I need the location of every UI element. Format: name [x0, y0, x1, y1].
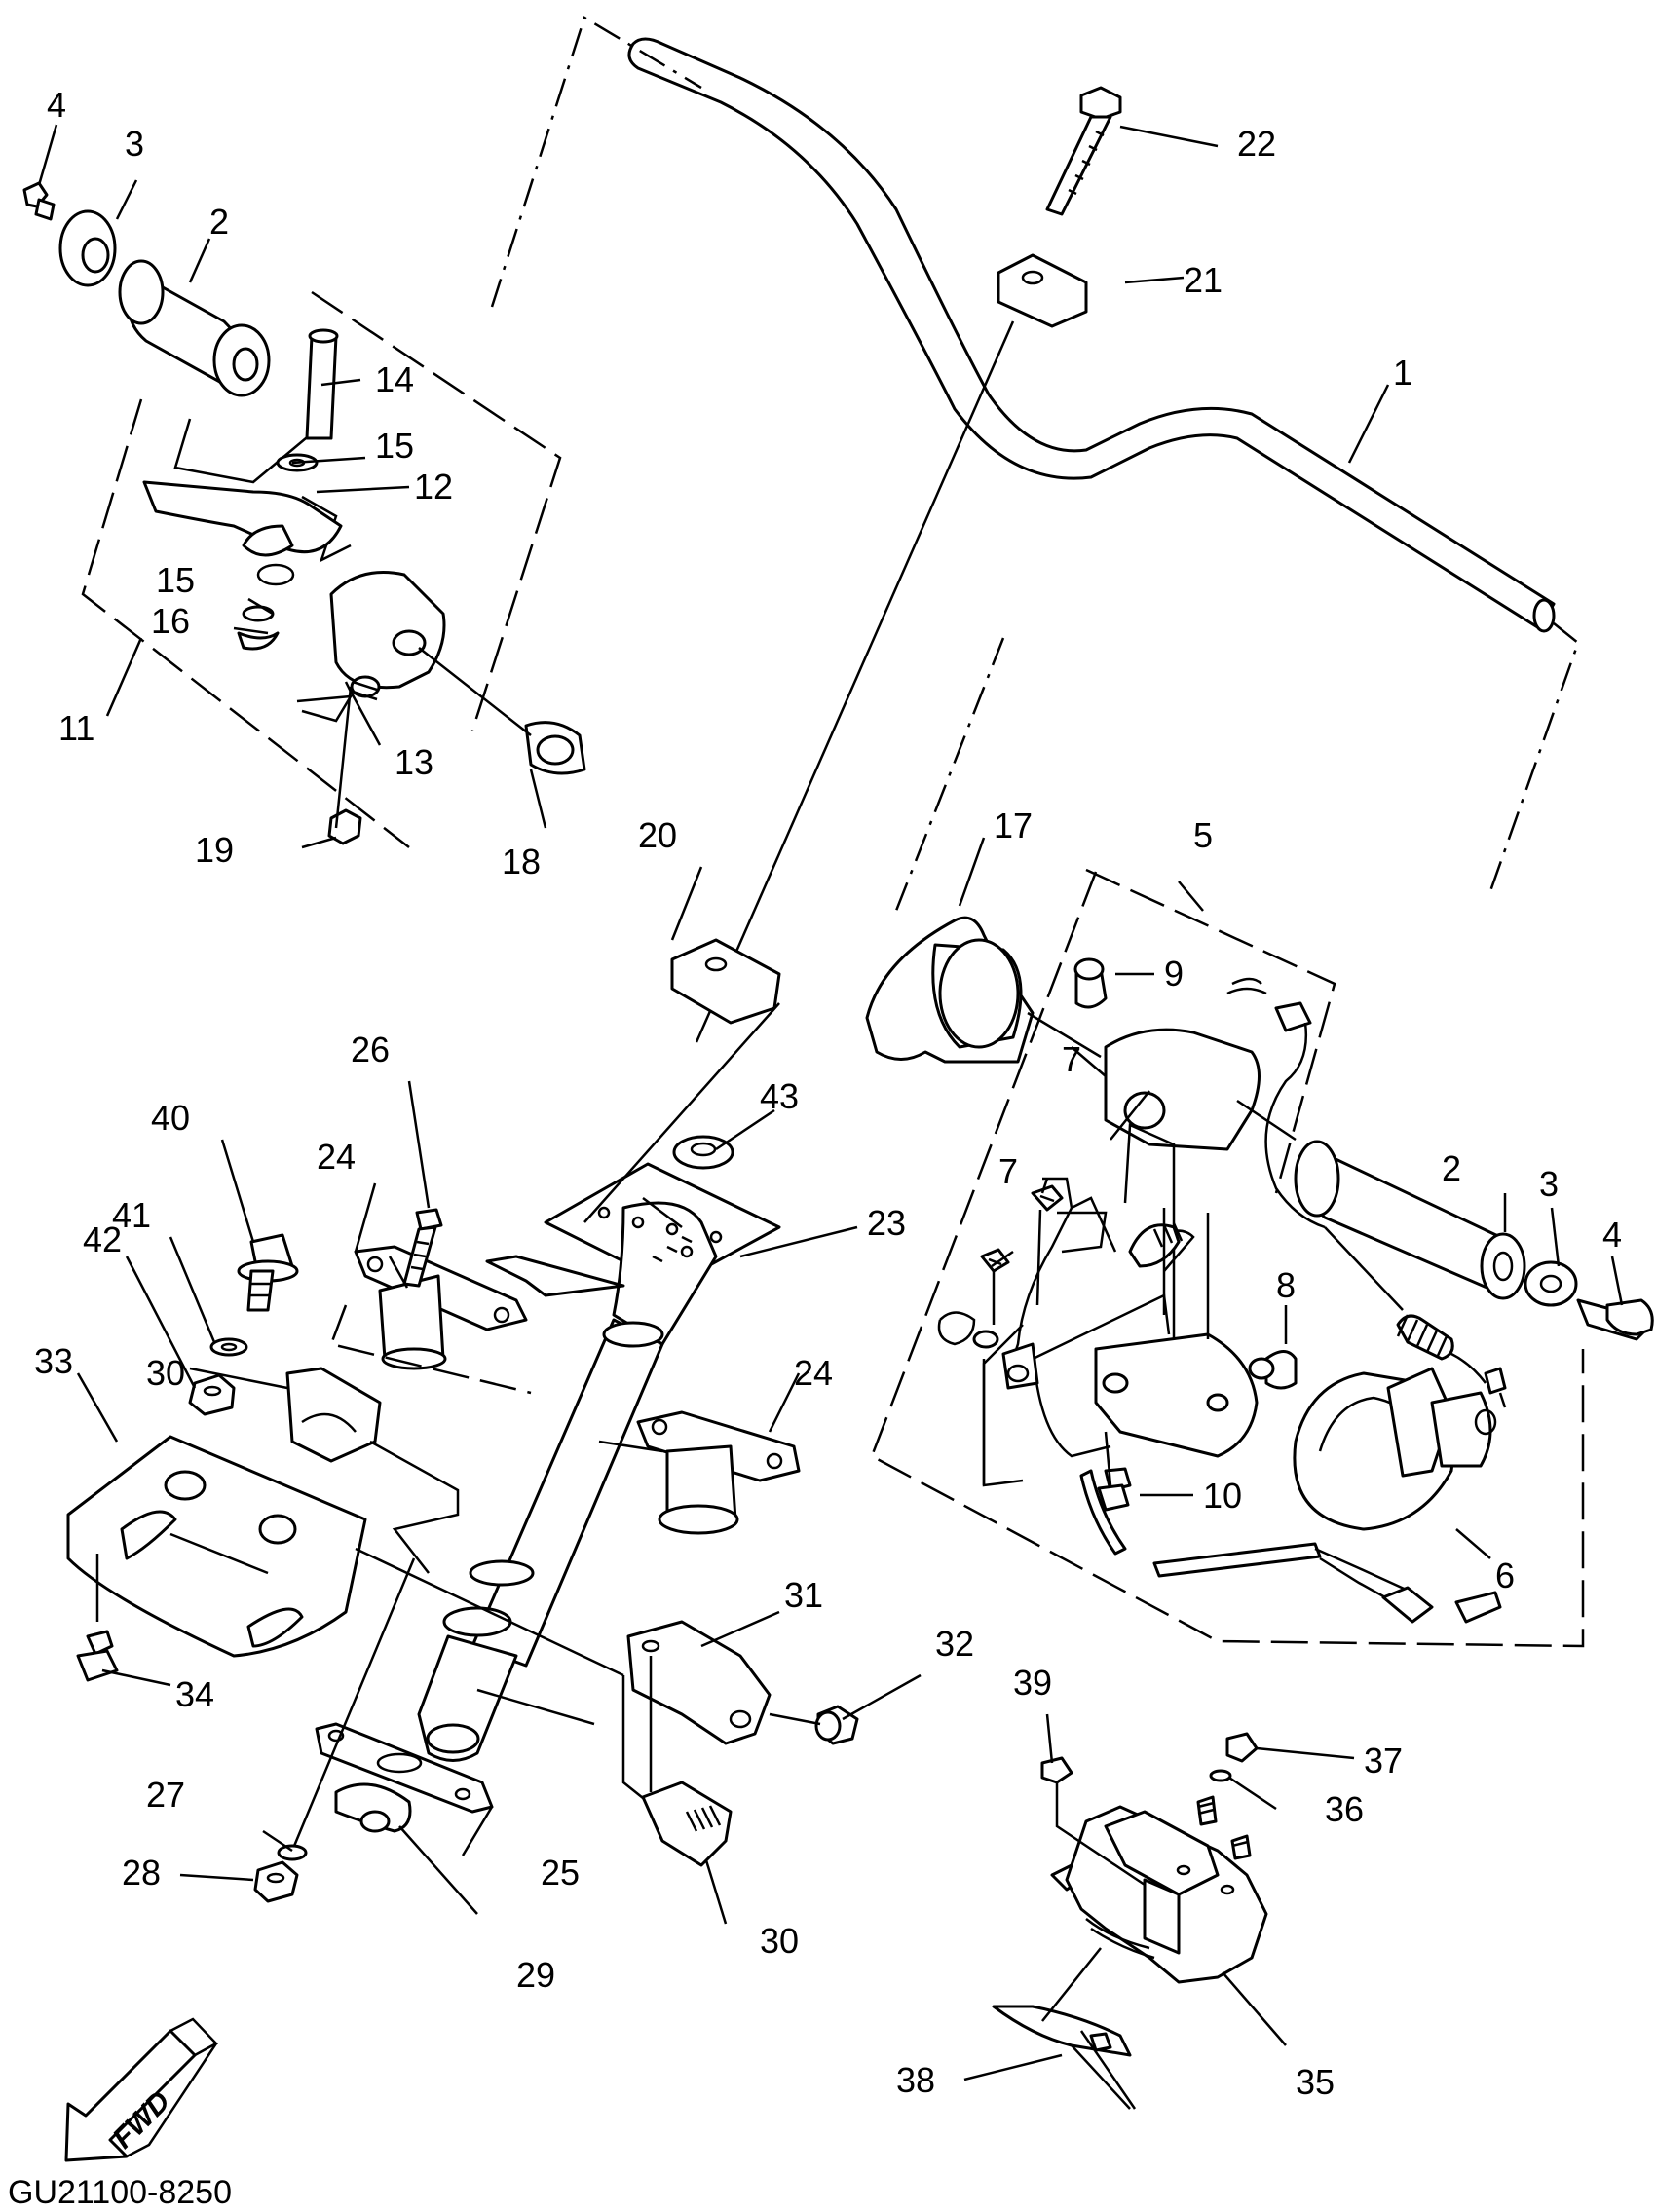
callout-38: 38: [896, 2060, 935, 2100]
handlebar-holder-upper-21: [997, 253, 1088, 328]
clamp-31: [626, 1620, 772, 1745]
callout-24-right: 24: [794, 1353, 833, 1393]
callout-15-lower: 15: [156, 560, 195, 600]
callout-26: 26: [351, 1030, 390, 1069]
callout-17: 17: [994, 806, 1033, 845]
callout-21: 21: [1184, 260, 1223, 300]
callout-27: 27: [146, 1775, 185, 1815]
callout-8: 8: [1276, 1265, 1296, 1305]
callout-40: 40: [151, 1098, 190, 1138]
handlebar: [627, 37, 1556, 633]
bolt-22: [1045, 86, 1122, 216]
callout-37: 37: [1364, 1741, 1403, 1781]
left-grip-group: [22, 181, 271, 397]
callout-23: 23: [867, 1203, 906, 1243]
callout-29: 29: [516, 1955, 555, 1995]
collar-43: [672, 1135, 734, 1170]
washer-41: [209, 1337, 248, 1357]
drawing-code: GU21100-8250: [8, 2174, 232, 2211]
bolt-26: [402, 1208, 443, 1288]
callout-18: 18: [502, 842, 541, 881]
callout-43: 43: [760, 1076, 799, 1116]
callout-35: 35: [1296, 2062, 1335, 2102]
callout-3-right: 3: [1539, 1164, 1559, 1204]
callout-39: 39: [1013, 1663, 1052, 1703]
flange-bolt-40: [237, 1233, 299, 1312]
steering-column: [417, 1162, 781, 1762]
callout-34: 34: [175, 1674, 214, 1714]
callout-14: 14: [375, 359, 414, 399]
callout-1: 1: [1393, 353, 1412, 393]
callout-11: 11: [58, 708, 94, 748]
washer-27: [277, 1844, 308, 1861]
callout-12: 12: [414, 467, 453, 506]
callout-3-left: 3: [125, 124, 144, 164]
forward-direction-arrow: FWD: [64, 2017, 219, 2162]
callout-19: 19: [195, 830, 234, 870]
callout-2-right: 2: [1442, 1148, 1461, 1188]
callout-22: 22: [1237, 124, 1276, 164]
nut-39: [1040, 1756, 1073, 1784]
callout-20: 20: [638, 815, 677, 855]
mounting-plate-33: [66, 1435, 367, 1658]
callout-7-upper: 7: [1062, 1039, 1081, 1079]
callout-16: 16: [151, 601, 190, 641]
callout-42: 42: [83, 1219, 122, 1259]
callout-5: 5: [1193, 815, 1213, 855]
callout-30-lower: 30: [760, 1921, 799, 1961]
bolt-34: [76, 1630, 119, 1682]
clip-38: [992, 2005, 1137, 2110]
callout-13: 13: [395, 742, 433, 782]
callout-33: 33: [34, 1341, 73, 1381]
callout-7-lower: 7: [998, 1151, 1018, 1191]
bracket-24-right: [636, 1410, 801, 1535]
clamp-30-lower: [641, 1781, 733, 1867]
nut-28: [253, 1860, 299, 1903]
callout-31: 31: [784, 1575, 823, 1615]
bolt-32: [814, 1705, 859, 1745]
callout-9: 9: [1164, 954, 1184, 994]
relay-35: [1050, 1795, 1268, 1984]
callout-30-upper: 30: [146, 1353, 185, 1393]
callout-32: 32: [935, 1624, 974, 1664]
callout-28: 28: [122, 1853, 161, 1893]
callout-41: 41: [112, 1195, 151, 1235]
nut-37: [1225, 1732, 1259, 1763]
right-grip-group: [1294, 1140, 1654, 1341]
callout-15-upper: 15: [375, 426, 414, 466]
throttle-housing-assembly: [865, 868, 1585, 1648]
callout-4-left: 4: [47, 85, 66, 125]
washer-36: [1209, 1769, 1232, 1782]
bracket-24-left: [354, 1245, 528, 1370]
callout-10: 10: [1203, 1476, 1242, 1516]
clip-29: [334, 1782, 412, 1833]
callout-36: 36: [1325, 1789, 1364, 1829]
callout-24-left: 24: [317, 1137, 356, 1177]
left-lever-assembly: [81, 290, 586, 848]
clamp-30-upper: [285, 1367, 382, 1463]
callout-25: 25: [541, 1853, 580, 1893]
callout-2-left: 2: [209, 202, 229, 242]
callout-6: 6: [1495, 1556, 1515, 1595]
callout-4-right: 4: [1602, 1215, 1622, 1255]
